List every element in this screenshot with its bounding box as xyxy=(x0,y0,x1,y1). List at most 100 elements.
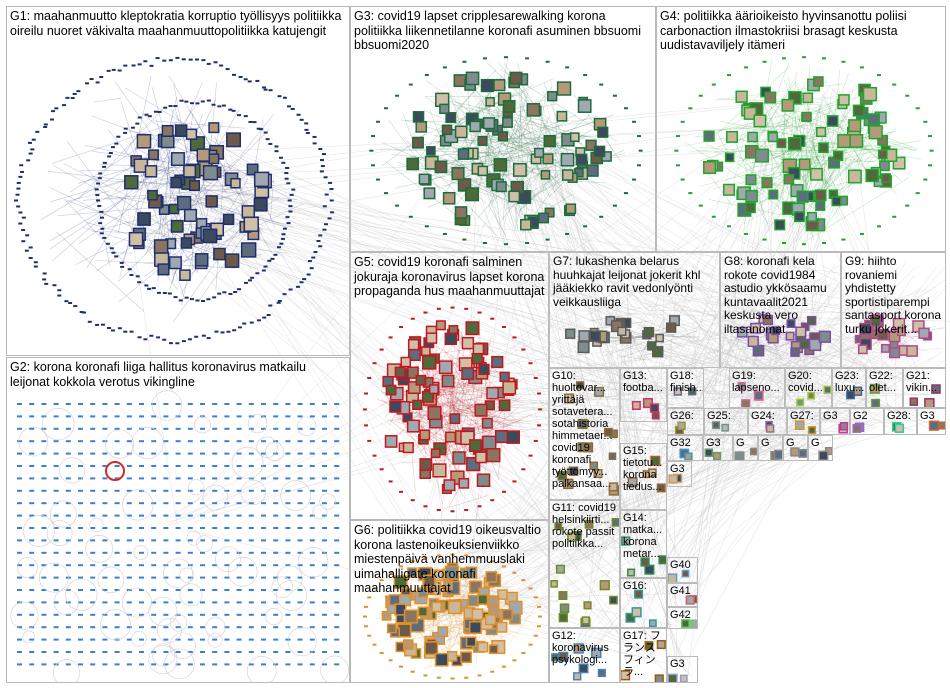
node-avatar[interactable] xyxy=(850,135,862,147)
node-marker[interactable] xyxy=(310,564,315,566)
node-avatar[interactable] xyxy=(838,135,851,148)
node-marker[interactable] xyxy=(200,428,205,430)
node-marker[interactable] xyxy=(78,539,83,541)
node-marker[interactable] xyxy=(310,415,315,417)
node-marker[interactable] xyxy=(261,552,266,554)
node-avatar[interactable] xyxy=(447,652,456,661)
node-marker[interactable] xyxy=(529,644,533,646)
node-marker[interactable] xyxy=(249,577,254,579)
node-marker[interactable] xyxy=(179,100,183,102)
node-avatar[interactable] xyxy=(544,136,555,147)
node-avatar[interactable] xyxy=(456,207,467,218)
node-avatar[interactable] xyxy=(487,388,498,399)
node-marker[interactable] xyxy=(232,74,236,76)
node-marker[interactable] xyxy=(99,76,103,78)
node-marker[interactable] xyxy=(298,539,303,541)
node-marker[interactable] xyxy=(73,305,77,307)
node-marker[interactable] xyxy=(200,403,205,405)
node-marker[interactable] xyxy=(212,453,217,455)
node-marker[interactable] xyxy=(139,453,144,455)
node-marker[interactable] xyxy=(66,651,71,653)
node-marker[interactable] xyxy=(304,129,308,131)
node-marker[interactable] xyxy=(268,305,272,307)
node-avatar[interactable] xyxy=(424,188,434,198)
node-avatar[interactable] xyxy=(496,431,508,443)
node-marker[interactable] xyxy=(17,440,22,442)
node-marker[interactable] xyxy=(599,216,603,218)
node-marker[interactable] xyxy=(188,428,193,430)
node-marker[interactable] xyxy=(311,257,315,259)
node-marker[interactable] xyxy=(534,635,538,637)
node-marker[interactable] xyxy=(102,502,107,504)
node-marker[interactable] xyxy=(188,465,193,467)
node-avatar[interactable] xyxy=(775,220,785,230)
node-marker[interactable] xyxy=(78,663,83,665)
node-marker[interactable] xyxy=(107,70,111,72)
node-marker[interactable] xyxy=(115,502,120,504)
node-marker[interactable] xyxy=(185,297,189,299)
node-marker[interactable] xyxy=(124,128,128,130)
node-marker[interactable] xyxy=(96,200,100,202)
node-marker[interactable] xyxy=(195,102,199,104)
node-marker[interactable] xyxy=(411,671,415,673)
node-marker[interactable] xyxy=(28,142,32,144)
node-marker[interactable] xyxy=(892,216,896,218)
node-marker[interactable] xyxy=(423,505,427,507)
node-marker[interactable] xyxy=(273,477,278,479)
node-avatar[interactable] xyxy=(557,565,565,573)
node-marker[interactable] xyxy=(279,243,283,245)
node-marker[interactable] xyxy=(29,428,34,430)
node-marker[interactable] xyxy=(318,234,322,236)
node-marker[interactable] xyxy=(249,539,254,541)
node-marker[interactable] xyxy=(250,277,254,279)
node-marker[interactable] xyxy=(90,403,95,405)
node-marker[interactable] xyxy=(115,614,120,616)
node-marker[interactable] xyxy=(102,515,107,517)
node-marker[interactable] xyxy=(151,577,156,579)
node-marker[interactable] xyxy=(298,477,303,479)
node-avatar[interactable] xyxy=(736,91,747,102)
node-marker[interactable] xyxy=(102,639,107,641)
node-avatar[interactable] xyxy=(632,608,641,617)
node-marker[interactable] xyxy=(298,651,303,653)
node-avatar[interactable] xyxy=(472,609,482,619)
node-marker[interactable] xyxy=(334,626,339,628)
node-avatar[interactable] xyxy=(492,357,503,368)
node-marker[interactable] xyxy=(310,428,315,430)
node-marker[interactable] xyxy=(200,527,205,529)
node-avatar[interactable] xyxy=(777,139,785,147)
node-marker[interactable] xyxy=(151,502,156,504)
node-avatar[interactable] xyxy=(499,132,508,141)
node-avatar[interactable] xyxy=(543,154,553,164)
node-marker[interactable] xyxy=(372,644,376,646)
node-marker[interactable] xyxy=(176,515,181,517)
node-marker[interactable] xyxy=(249,515,254,517)
node-avatar[interactable] xyxy=(882,174,890,182)
node-marker[interactable] xyxy=(321,165,325,167)
node-marker[interactable] xyxy=(372,455,376,457)
node-marker[interactable] xyxy=(212,601,217,603)
node-marker[interactable] xyxy=(624,192,628,194)
node-avatar[interactable] xyxy=(500,372,509,381)
node-marker[interactable] xyxy=(127,639,132,641)
node-marker[interactable] xyxy=(176,527,181,529)
node-avatar[interactable] xyxy=(587,165,598,176)
node-marker[interactable] xyxy=(95,324,99,326)
node-marker[interactable] xyxy=(334,465,339,467)
node-avatar[interactable] xyxy=(571,133,579,141)
node-avatar[interactable] xyxy=(462,368,473,379)
node-marker[interactable] xyxy=(116,136,120,138)
node-marker[interactable] xyxy=(189,59,193,61)
node-marker[interactable] xyxy=(29,477,34,479)
node-marker[interactable] xyxy=(255,272,259,274)
node-marker[interactable] xyxy=(54,403,59,405)
node-avatar[interactable] xyxy=(497,182,507,192)
node-avatar[interactable] xyxy=(686,596,694,604)
node-avatar[interactable] xyxy=(746,191,757,202)
node-marker[interactable] xyxy=(892,84,896,86)
node-avatar[interactable] xyxy=(561,154,573,166)
node-marker[interactable] xyxy=(261,440,266,442)
node-marker[interactable] xyxy=(727,74,731,76)
node-marker[interactable] xyxy=(212,502,217,504)
node-avatar[interactable] xyxy=(521,220,531,230)
